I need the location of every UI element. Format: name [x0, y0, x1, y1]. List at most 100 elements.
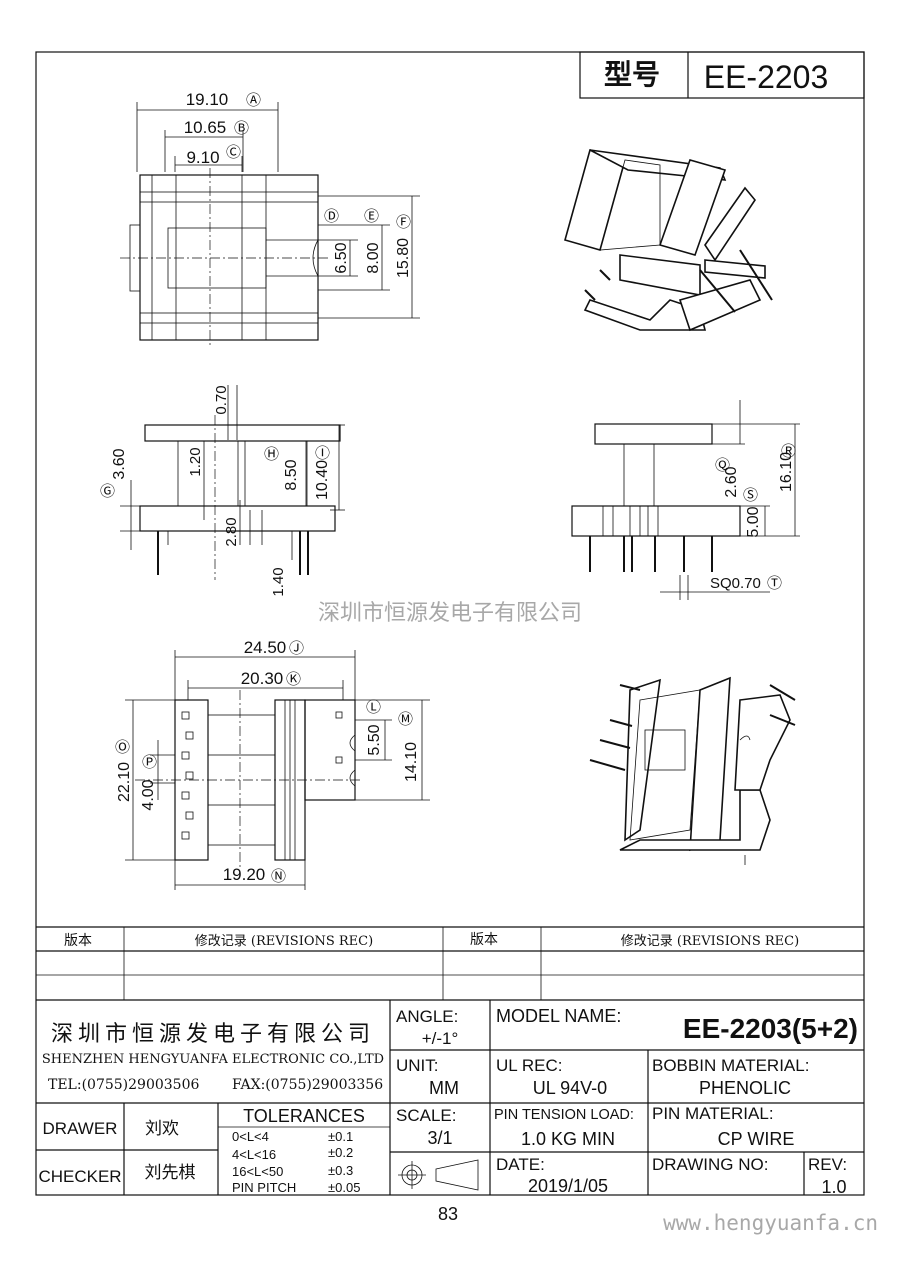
dim-f-marker: Ⓕ [396, 214, 411, 231]
pin-slot [335, 756, 343, 764]
drawer-label: DRAWER [43, 1119, 118, 1138]
model-header-label: 型号 [604, 59, 660, 90]
dim-c-marker: Ⓒ [226, 144, 241, 161]
website-watermark: www.hengyuanfa.cn [663, 1211, 878, 1235]
dim-h-marker: Ⓗ [264, 446, 279, 463]
dim-t-marker: Ⓣ [767, 575, 782, 592]
pin-tension-label: PIN TENSION LOAD: [494, 1107, 634, 1123]
pin-slot [181, 751, 190, 760]
model-name-value: EE-2203(5+2) [683, 1013, 858, 1044]
dim-p-value: 4.00 [140, 779, 157, 810]
pin-slot [181, 791, 190, 800]
ul-rec-label: UL REC: [496, 1056, 562, 1075]
dim-k-marker: Ⓚ [286, 671, 301, 688]
drawing-no-label: DRAWING NO: [652, 1155, 768, 1174]
dim-140-value: 1.40 [270, 567, 287, 596]
pin-slot [185, 811, 194, 820]
dim-p-marker: Ⓟ [142, 754, 157, 771]
bobbin-material-label: BOBBIN MATERIAL: [652, 1056, 809, 1075]
model-header-value: EE-2203 [704, 59, 829, 95]
pin-slot [181, 711, 190, 720]
tolerance-value-4: ±0.05 [328, 1180, 360, 1195]
pin-slot [185, 731, 194, 740]
revision-col-record-2: 修改记录 (REVISIONS REC) [621, 934, 799, 949]
checker-label: CHECKER [38, 1167, 121, 1186]
dim-m-value: 14.10 [403, 742, 420, 782]
dim-n-marker: Ⓝ [271, 868, 286, 885]
dim-d-value: 6.50 [333, 242, 350, 273]
drawer-value: 刘欢 [145, 1119, 179, 1139]
dim-s-marker: Ⓢ [743, 487, 758, 504]
scale-label: SCALE: [396, 1106, 456, 1125]
dim-l-value: 5.50 [366, 724, 383, 755]
center-watermark: 深圳市恒源发电子有限公司 [318, 600, 582, 625]
dim-k-value: 20.30 [241, 669, 284, 688]
dim-b-value: 10.65 [184, 118, 227, 137]
dim-j-value: 24.50 [244, 638, 287, 657]
angle-label: ANGLE: [396, 1007, 458, 1026]
bottom-view-drawing [125, 650, 430, 890]
dim-b-marker: Ⓑ [234, 120, 249, 137]
dim-280-value: 2.80 [223, 517, 240, 546]
company-fax: FAX:(0755)29003356 [232, 1077, 383, 1093]
top-view-drawing [120, 102, 420, 345]
revision-col-record-1: 修改记录 (REVISIONS REC) [195, 934, 373, 949]
isometric-bottom-illustration [589, 676, 796, 865]
page-number: 83 [438, 1204, 458, 1224]
rev-label: REV: [808, 1155, 847, 1174]
dim-h-value: 8.50 [283, 459, 300, 490]
rev-value: 1.0 [821, 1177, 846, 1197]
dim-r-marker: Ⓡ [781, 443, 796, 460]
dim-q-value: 2.60 [723, 466, 740, 497]
revision-col-version-1: 版本 [64, 933, 92, 949]
dim-i-marker: Ⓘ [315, 445, 330, 462]
checker-value: 刘先棋 [145, 1163, 196, 1183]
pin-slot [181, 831, 190, 840]
dim-o-value: 22.10 [116, 762, 133, 802]
date-label: DATE: [496, 1155, 545, 1174]
tolerance-value-1: ±0.1 [328, 1129, 353, 1144]
tolerance-range-3: 16<L<50 [232, 1164, 283, 1179]
dim-a-marker: Ⓐ [246, 92, 261, 109]
revision-col-version-2: 版本 [470, 932, 498, 948]
unit-value: MM [429, 1078, 459, 1098]
dim-g-marker: Ⓖ [100, 483, 115, 500]
dim-a-value: 19.10 [186, 90, 229, 109]
company-tel: TEL:(0755)29003506 [48, 1077, 199, 1093]
dim-n-value: 19.20 [223, 865, 266, 884]
dim-s-value: 5.00 [745, 506, 762, 537]
pin-material-label: PIN MATERIAL: [652, 1104, 774, 1123]
pin-tension-value: 1.0 KG MIN [521, 1129, 615, 1149]
model-name-label: MODEL NAME: [496, 1006, 621, 1026]
tolerance-value-3: ±0.3 [328, 1163, 353, 1178]
dim-r-value: 16.10 [778, 452, 795, 492]
pin-slot [185, 771, 194, 780]
unit-label: UNIT: [396, 1056, 439, 1075]
side-view-drawing [571, 400, 800, 600]
dim-l-marker: Ⓛ [366, 699, 381, 716]
dim-c-value: 9.10 [186, 148, 219, 167]
revision-table [36, 926, 864, 1001]
isometric-top-illustration [564, 149, 773, 332]
company-name-cn: 深圳市恒源发电子有限公司 [51, 1022, 375, 1047]
company-name-en: SHENZHEN HENGYUANFA ELECTRONIC CO.,LTD [42, 1052, 384, 1067]
front-view-drawing [120, 385, 345, 580]
pin-slot [335, 711, 343, 719]
tolerances-label: TOLERANCES [243, 1106, 365, 1126]
dim-d-marker: Ⓓ [324, 208, 339, 225]
dim-q-marker: Ⓠ [715, 457, 730, 474]
model-header: 型号 EE-2203 [579, 51, 865, 99]
dim-120-value: 1.20 [187, 447, 204, 476]
dim-g-value: 3.60 [111, 448, 128, 479]
dim-e-marker: Ⓔ [364, 208, 379, 225]
dim-e-value: 8.00 [365, 242, 382, 273]
bottom-view-pin-slots [181, 711, 343, 840]
dim-m-marker: Ⓜ [398, 711, 413, 728]
tolerance-value-2: ±0.2 [328, 1145, 353, 1160]
tolerance-range-2: 4<L<16 [232, 1147, 276, 1162]
dim-j-marker: Ⓙ [289, 640, 304, 657]
dim-f-value: 15.80 [395, 238, 412, 278]
projection-symbol-icon [398, 1159, 479, 1191]
date-value: 2019/1/05 [528, 1176, 608, 1196]
bobbin-material-value: PHENOLIC [699, 1078, 791, 1098]
